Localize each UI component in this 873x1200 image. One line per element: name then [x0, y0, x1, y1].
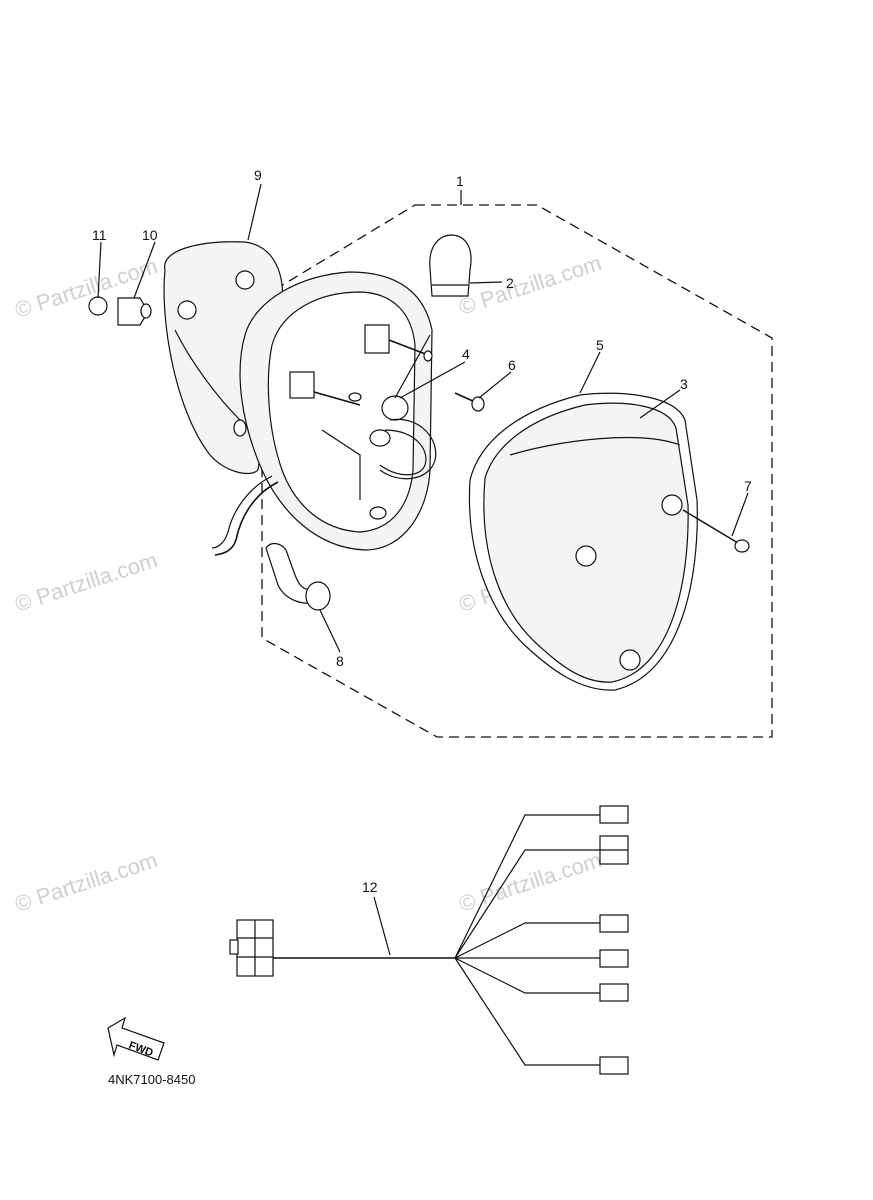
drawing-number: 4NK7100-8450 — [108, 1072, 196, 1087]
wiring-harness — [229, 805, 629, 1075]
grommet — [265, 542, 331, 611]
callout-2: 2 — [506, 275, 514, 291]
stud-and-nut — [88, 296, 152, 326]
callout-10: 10 — [142, 227, 158, 243]
watermark-5: © Partzilla.com — [12, 847, 161, 917]
callout-5: 5 — [596, 337, 604, 353]
callout-3: 3 — [680, 376, 688, 392]
screw-6 — [454, 392, 485, 412]
callout-9: 9 — [254, 167, 262, 183]
screw-7 — [682, 509, 750, 553]
watermark-3: © Partzilla.com — [12, 547, 161, 617]
callouts: 1 2 3 4 5 6 7 8 9 10 11 12 — [92, 167, 752, 895]
callout-12: 12 — [362, 879, 378, 895]
lens — [468, 392, 698, 691]
callout-6: 6 — [508, 357, 516, 373]
taillight-housing — [239, 271, 437, 551]
callout-1: 1 — [456, 173, 464, 189]
wire-lead-outline — [211, 475, 273, 549]
callout-11: 11 — [92, 227, 107, 243]
callout-4: 4 — [462, 346, 470, 362]
wire-lead — [214, 481, 279, 556]
watermark-2: © Partzilla.com — [456, 250, 605, 320]
callout-8: 8 — [336, 653, 344, 669]
leader-lines — [97, 183, 749, 956]
watermark-6: © Partzilla.com — [456, 847, 605, 917]
callout-7: 7 — [744, 478, 752, 494]
bulb — [429, 234, 472, 297]
forward-arrow-icon: FWD — [107, 1016, 165, 1061]
